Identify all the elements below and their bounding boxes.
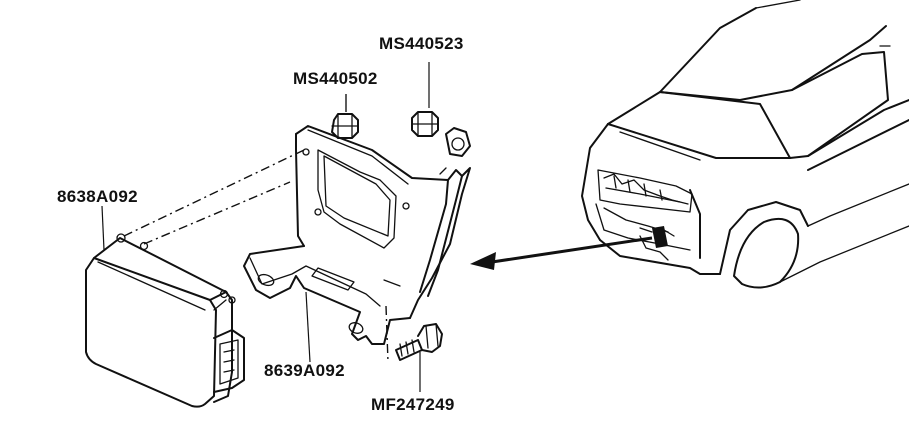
alignment-line-1 [123, 149, 305, 237]
bolt-mf247249 [395, 323, 443, 392]
label-ms440523: MS440523 [379, 34, 464, 53]
label-mf247249: MF247249 [371, 395, 455, 414]
label-8638a092: 8638A092 [57, 187, 138, 206]
label-8639a092: 8639A092 [264, 361, 345, 380]
nut-ms440502 [331, 94, 359, 139]
nut-ms440523 [411, 62, 471, 157]
alignment-line-3 [385, 305, 389, 363]
leader-module [101, 205, 105, 251]
location-arrow [470, 236, 653, 270]
control-module [85, 233, 245, 408]
bracket [243, 125, 471, 345]
car-front-view [581, 0, 909, 289]
label-ms440502: MS440502 [293, 69, 378, 88]
leader-bracket [305, 291, 311, 363]
alignment-line-2 [143, 181, 291, 245]
